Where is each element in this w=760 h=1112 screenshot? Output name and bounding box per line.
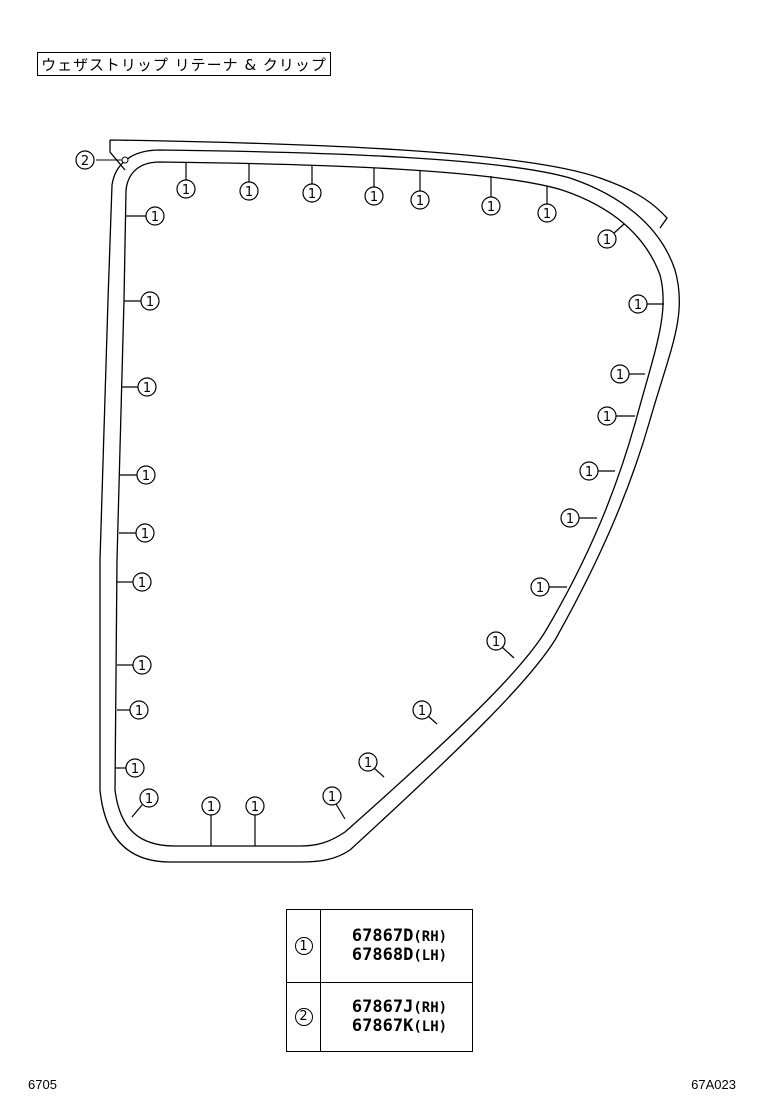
svg-text:1: 1 <box>492 635 500 650</box>
svg-text:1: 1 <box>634 298 642 313</box>
part-number: 67867D <box>351 926 414 946</box>
part-number: 67868D <box>351 945 414 965</box>
part-number-line: 67868D(LH) <box>352 946 447 965</box>
legend-row-1: 1 67867D(RH) 67868D(LH) <box>287 910 472 983</box>
parts-legend-table: 1 67867D(RH) 67868D(LH) 2 67867J(RH) 678… <box>286 909 473 1052</box>
weatherstrip-outer-line <box>99 149 681 863</box>
svg-text:1: 1 <box>364 756 372 771</box>
svg-text:1: 1 <box>138 576 146 591</box>
svg-text:1: 1 <box>543 207 551 222</box>
callouts-item-1 <box>116 163 664 846</box>
part-number-line: 67867D(RH) <box>352 927 447 946</box>
svg-text:1: 1 <box>416 194 424 209</box>
part-side: (LH) <box>413 948 448 964</box>
svg-text:1: 1 <box>418 704 426 719</box>
svg-text:1: 1 <box>616 368 624 383</box>
svg-text:1: 1 <box>308 187 316 202</box>
svg-text:1: 1 <box>131 762 139 777</box>
callout-item-2: 2 <box>75 150 129 170</box>
part-side: (RH) <box>413 929 448 945</box>
svg-text:1: 1 <box>207 800 215 815</box>
part-side: (RH) <box>413 999 448 1016</box>
footer-figure-code: 67A023 <box>691 1077 736 1092</box>
part-side: (LH) <box>413 1018 448 1035</box>
svg-text:1: 1 <box>487 200 495 215</box>
svg-text:1: 1 <box>143 381 151 396</box>
svg-text:1: 1 <box>135 704 143 719</box>
svg-text:1: 1 <box>585 465 593 480</box>
svg-text:1: 1 <box>145 792 153 807</box>
svg-text:2: 2 <box>81 154 89 169</box>
footer-page-code: 6705 <box>28 1077 57 1092</box>
part-number: 67867K <box>351 1015 414 1036</box>
svg-text:1: 1 <box>603 410 611 425</box>
svg-text:1: 1 <box>141 527 149 542</box>
part-number-line: 67867J(RH) <box>352 998 447 1017</box>
ref-number-2: 2 <box>294 1007 313 1026</box>
svg-text:1: 1 <box>151 210 159 225</box>
svg-text:1: 1 <box>138 659 146 674</box>
legend-row-2: 2 67867J(RH) 67867K(LH) <box>287 982 472 1051</box>
ref-number-1: 1 <box>294 937 313 955</box>
svg-text:1: 1 <box>370 190 378 205</box>
svg-text:1: 1 <box>536 581 544 596</box>
svg-text:1: 1 <box>328 790 336 805</box>
svg-text:1: 1 <box>251 800 259 815</box>
svg-text:1: 1 <box>603 233 611 248</box>
part-number: 67867J <box>351 996 414 1017</box>
svg-text:1: 1 <box>566 512 574 527</box>
diagram-title: ウェザストリップ リテーナ & クリップ <box>37 52 331 76</box>
svg-text:1: 1 <box>182 183 190 198</box>
svg-text:1: 1 <box>142 469 150 484</box>
svg-text:1: 1 <box>146 295 154 310</box>
door-frame-outer-line <box>109 139 668 229</box>
weatherstrip-inner-line <box>114 161 664 847</box>
part-number-line: 67867K(LH) <box>352 1017 447 1036</box>
svg-text:1: 1 <box>245 185 253 200</box>
